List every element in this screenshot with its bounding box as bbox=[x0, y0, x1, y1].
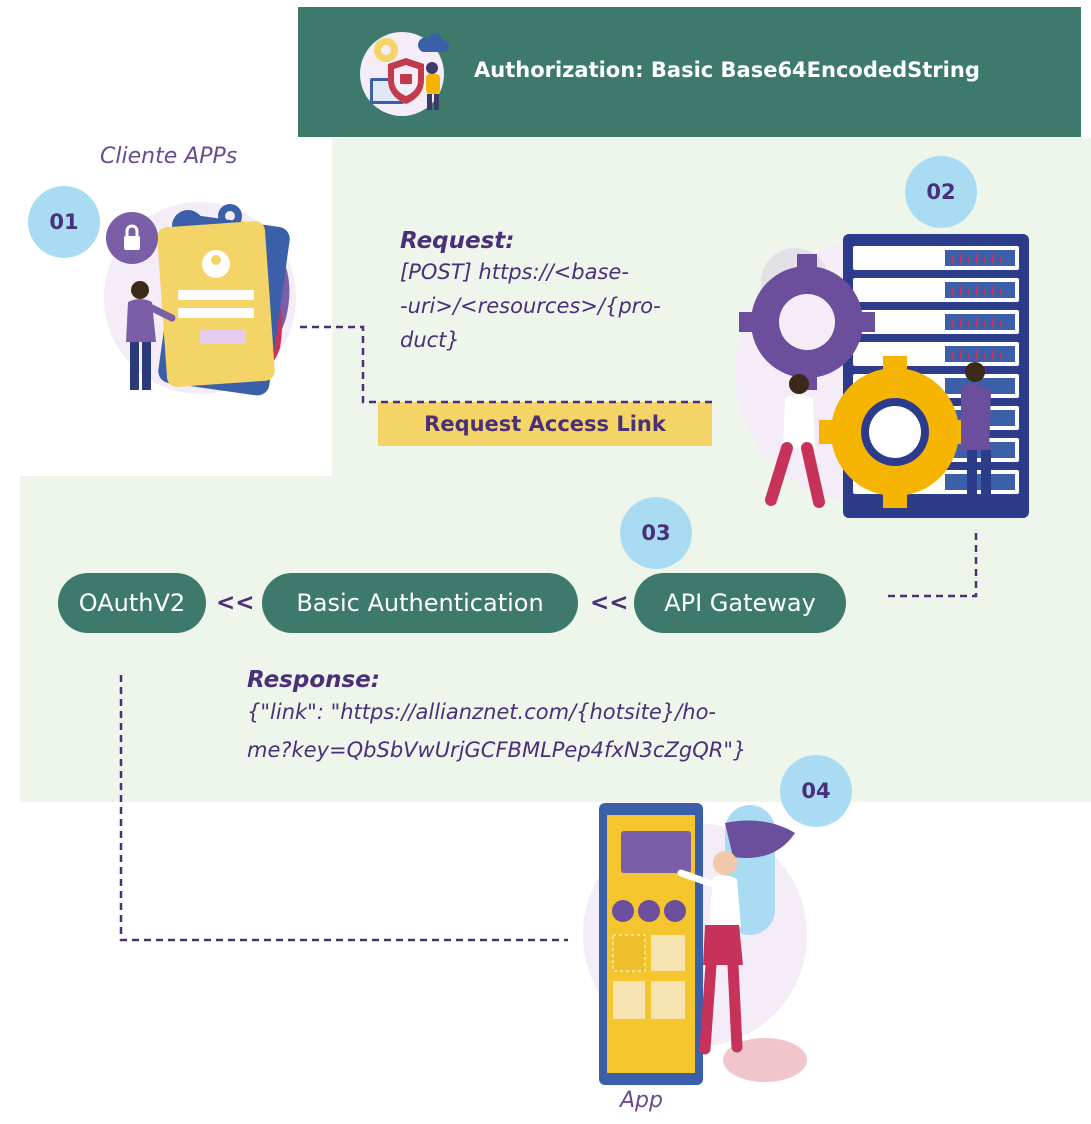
response-line: {"link": "https://allianznet.com/{hotsit… bbox=[247, 700, 716, 724]
step-badge-04: 04 bbox=[780, 755, 852, 827]
request-title: Request: bbox=[400, 228, 515, 254]
phone-login-illustration bbox=[104, 202, 296, 396]
server-gears-illustration bbox=[735, 234, 1029, 518]
flow-arrow: << bbox=[216, 590, 255, 616]
step-badge-02: 02 bbox=[905, 156, 977, 228]
request-line: [POST] https://<base- bbox=[400, 260, 629, 284]
basic-authentication-node: Basic Authentication bbox=[262, 573, 578, 633]
flow-arrow: << bbox=[590, 590, 629, 616]
app-user-illustration bbox=[583, 803, 807, 1085]
app-label: App bbox=[620, 1088, 663, 1113]
response-title: Response: bbox=[247, 667, 380, 693]
security-shield-icon bbox=[360, 32, 449, 116]
api-gateway-node: API Gateway bbox=[634, 573, 846, 633]
request-line: duct} bbox=[400, 328, 460, 352]
header-title: Authorization: Basic Base64EncodedString bbox=[474, 58, 980, 82]
step-badge-01: 01 bbox=[28, 186, 100, 258]
step-badge-03: 03 bbox=[620, 497, 692, 569]
request-line: -uri>/<resources>/{pro- bbox=[400, 294, 661, 318]
response-line: me?key=QbSbVwUrjGCFBMLPep4fxN3cZgQR"} bbox=[247, 738, 747, 762]
request-access-link-box: Request Access Link bbox=[378, 402, 712, 446]
client-apps-label: Cliente APPs bbox=[100, 144, 238, 169]
oauthv2-node: OAuthV2 bbox=[58, 573, 206, 633]
